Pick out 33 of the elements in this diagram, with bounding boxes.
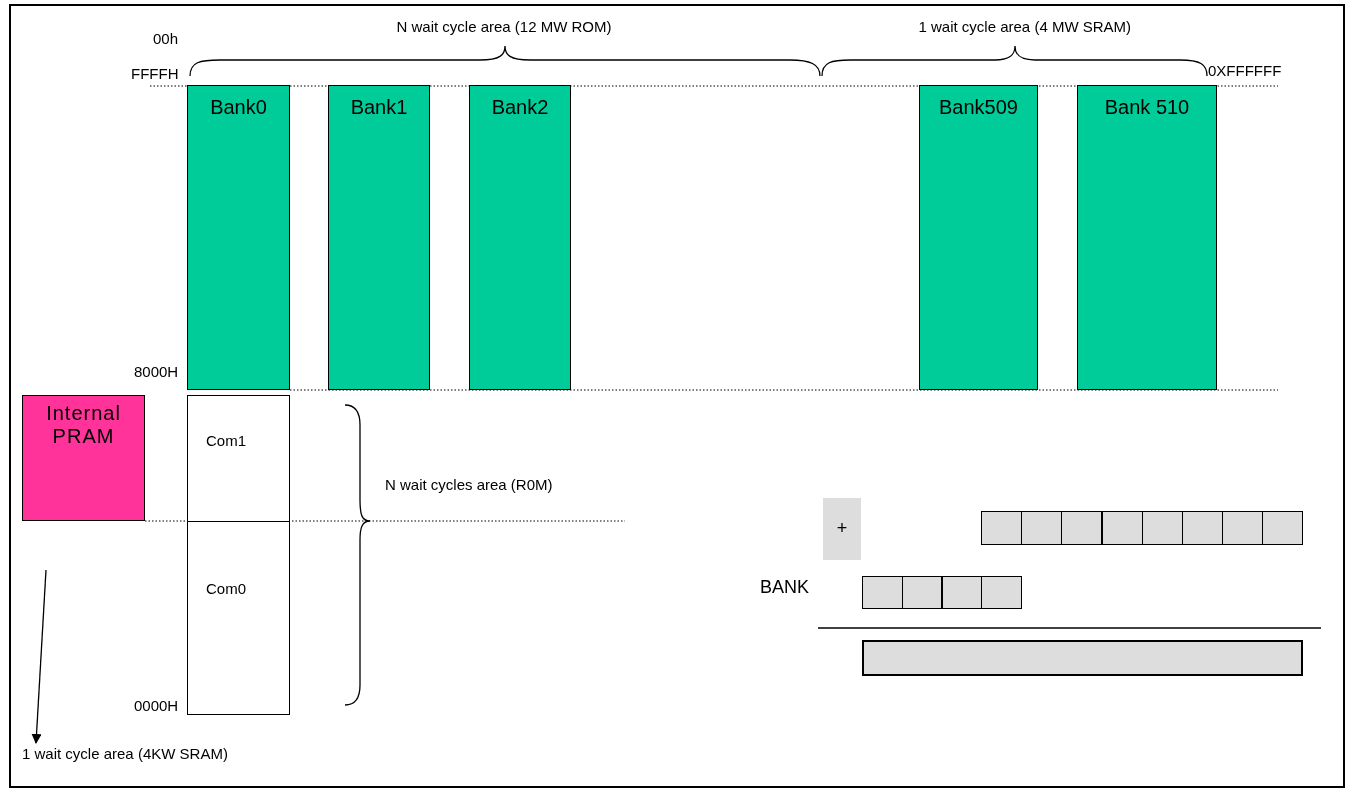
arrow xyxy=(31,569,47,744)
result-bar xyxy=(862,640,1303,676)
register-cell xyxy=(1101,511,1143,545)
register-cell xyxy=(1182,511,1223,545)
address-label: 8000H xyxy=(134,363,179,381)
annotation-text: 1 wait cycle area (4KW SRAM) xyxy=(22,744,332,764)
memory-bank-block: Bank509 xyxy=(919,85,1038,390)
address-label: 0XFFFFFF xyxy=(1208,62,1282,80)
brace-label: N wait cycles area (R0M) xyxy=(385,476,553,494)
register-cell xyxy=(1021,511,1063,545)
memory-block: Com0 xyxy=(187,521,290,715)
register-cell xyxy=(1061,511,1103,545)
plus-sign-box: + xyxy=(823,498,861,560)
memory-block: Internal PRAM xyxy=(22,395,145,521)
register-cell xyxy=(1222,511,1264,545)
address-label: 00h xyxy=(153,30,179,48)
address-label: FFFFH xyxy=(131,65,179,83)
register-label: BANK xyxy=(760,578,810,596)
register-cell xyxy=(1141,511,1183,545)
memory-bank-block: Bank1 xyxy=(328,85,430,390)
brace-label: N wait cycle area (12 MW ROM) xyxy=(396,18,612,36)
memory-bank-block: Bank0 xyxy=(187,85,290,390)
brace-label: 1 wait cycle area (4 MW SRAM) xyxy=(918,18,1132,36)
memory-bank-block: Bank 510 xyxy=(1077,85,1217,390)
register-cell xyxy=(981,511,1022,545)
register-cell xyxy=(1262,511,1304,545)
memory-block: Com1 xyxy=(187,395,290,522)
register-cell xyxy=(981,576,1022,609)
register-cell xyxy=(941,576,983,609)
memory-bank-block: Bank2 xyxy=(469,85,571,390)
register-cell xyxy=(862,576,903,609)
address-label: 0000H xyxy=(134,697,179,715)
register-cell xyxy=(901,576,943,609)
